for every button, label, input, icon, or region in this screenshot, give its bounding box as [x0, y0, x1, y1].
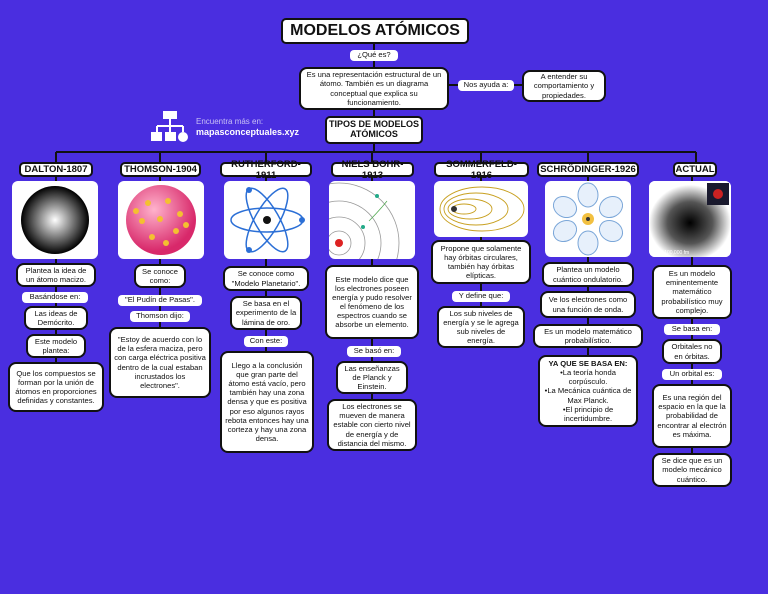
sommerfeld-label-1: Y define que: [452, 291, 510, 302]
dalton-label-2: Este modelo plantea: [26, 334, 86, 358]
actual-text-3: Es una región del espacio en la que la p… [652, 384, 732, 448]
schrodinger-basis-item: •El principio de incertidumbre. [562, 404, 614, 423]
model-header-thomson: THOMSON-1904 [120, 162, 201, 177]
model-header-schrodinger: SCHRÖDINGER-1926 [537, 162, 639, 177]
sommerfeld-text-2: Los sub niveles de energía y se le agreg… [437, 306, 525, 348]
dalton-text-2: Las ideas de Demócrito. [24, 306, 88, 330]
sitemap-icon [151, 111, 188, 142]
actual-label-1: Se basa en: [664, 324, 720, 335]
model-header-sommerfeld: SOMMERFELD-1916 [434, 159, 529, 181]
nos-ayuda-label: Nos ayuda a: [458, 80, 514, 91]
schrodinger-text-2: Ve los electrones como una función de on… [540, 291, 636, 318]
que-es-label: ¿Qué es? [350, 50, 398, 61]
thomson-label-1: "El Pudín de Pasas". [118, 295, 202, 306]
bohr-text-3: Los electrones se mueven de manera estab… [327, 399, 417, 451]
bohr-text-1: Este modelo dice que los electrones pose… [325, 265, 419, 339]
sommerfeld-image [434, 181, 528, 237]
model-header-actual: ACTUAL [673, 162, 717, 177]
dalton-image [12, 181, 98, 259]
model-header-dalton: DALTON-1807 [19, 162, 93, 177]
thomson-text-1: Se conoce como: [134, 264, 186, 288]
schrodinger-image [545, 181, 631, 257]
model-header-rutherford: RUTHERFORD-1911 [220, 159, 312, 181]
rutherford-text-1: Se conoce como "Modelo Planetario". [223, 266, 309, 291]
schrodinger-basis-title: YA QUE SE BASA EN: [548, 359, 628, 369]
dalton-text-1: Plantea la idea de un átomo macizo. [16, 263, 96, 287]
thomson-text-2: "Estoy de acuerdo con lo de la esfera ma… [109, 327, 211, 398]
schrodinger-text-3: Es un modelo matemático probabilístico. [533, 324, 643, 348]
page-title: MODELOS ATÓMICOS [281, 18, 469, 44]
thomson-image [118, 181, 204, 259]
actual-image: 1 Å = 100,000 fm [649, 181, 731, 257]
actual-text-4: Se dice que es un modelo mecánico cuánti… [652, 453, 732, 487]
schrodinger-basis-item: •La teoría honda corpúsculo. [560, 368, 616, 387]
watermark-line2: mapasconceptuales.xyz [196, 127, 300, 137]
watermark-line1: Encuentra más en: [196, 117, 264, 126]
rutherford-image [224, 181, 310, 259]
model-header-bohr: NIELS BOHR-1913 [331, 159, 414, 181]
definition-box: Es una representación estructural de un … [299, 67, 449, 110]
bohr-text-2: Las enseñanzas de Planck y Einstein. [336, 361, 408, 394]
actual-text-1: Es un modelo eminentemente matemático pr… [652, 265, 732, 319]
dalton-label-1: Basándose en: [22, 292, 88, 303]
actual-label-2: Un orbital es: [662, 369, 722, 380]
schrodinger-basis-item: •La Mecánica cuántica de Max Planck. [544, 386, 632, 405]
bohr-label-1: Se basó en: [347, 346, 401, 357]
schrodinger-text-1: Plantea un modelo cuántico ondulatorio. [542, 262, 634, 287]
schrodinger-text-4: YA QUE SE BASA EN: •La teoría honda corp… [538, 355, 638, 427]
rutherford-label-1: Con este: [244, 336, 288, 347]
sommerfeld-text-1: Propone que solamente hay órbitas circul… [431, 240, 531, 284]
rutherford-text-3: Llego a la conclusión que gran parte del… [220, 351, 314, 453]
actual-text-2: Orbitales no en órbitas. [662, 339, 722, 364]
watermark: Encuentra más en: mapasconceptuales.xyz [150, 110, 300, 146]
nos-ayuda-box: A entender su comportamiento y propiedad… [522, 70, 606, 102]
thomson-label-2: Thomson dijo: [130, 311, 190, 322]
dalton-text-3: Que los compuestos se forman por la unió… [8, 362, 104, 412]
actual-image-caption: 1 Å = 100,000 fm [651, 250, 690, 256]
tipos-heading: TIPOS DE MODELOS ATÓMICOS [325, 116, 423, 144]
rutherford-text-2: Se basa en el experimento de la lámina d… [230, 296, 302, 330]
bohr-image [329, 181, 415, 259]
